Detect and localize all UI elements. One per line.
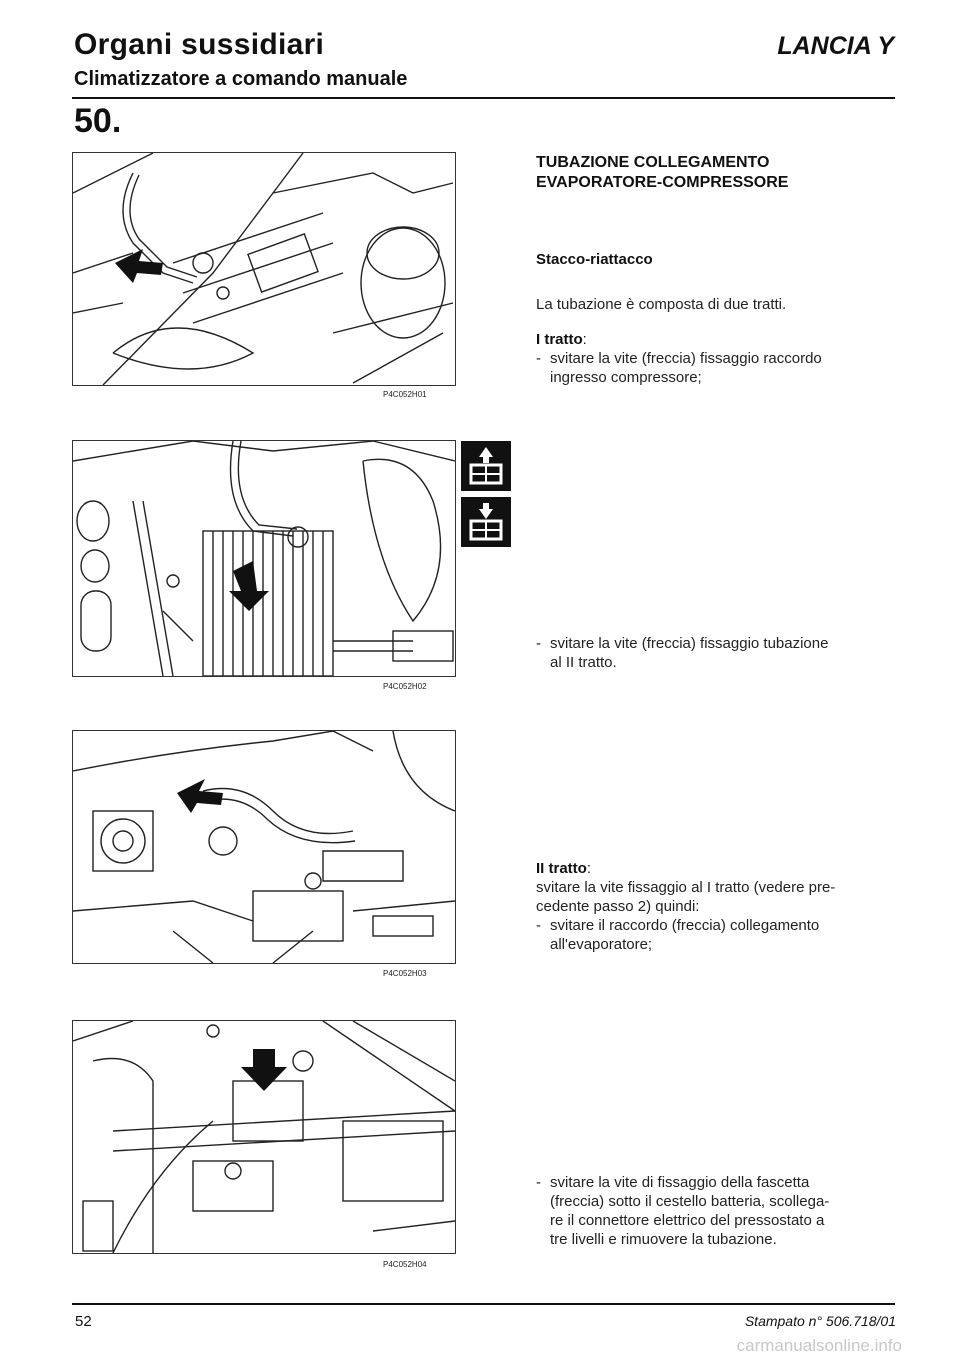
step-line: svitare il raccordo (freccia) collegamen… xyxy=(550,917,820,934)
part1-step1: - svitare la vite (freccia) fissaggio ra… xyxy=(536,349,896,387)
figure-3-code: P4C052H03 xyxy=(383,969,427,978)
figure-2 xyxy=(72,440,456,677)
bullet-dash: - xyxy=(536,350,541,367)
figure-3 xyxy=(72,730,456,964)
footer-rule xyxy=(72,1303,895,1305)
print-reference: Stampato n° 506.718/01 xyxy=(744,1313,896,1329)
figure-2-drawing xyxy=(73,441,455,676)
part2-label: II tratto xyxy=(536,860,587,877)
arrow-icon xyxy=(229,561,269,611)
part2-step2: - svitare la vite di fissaggio della fas… xyxy=(536,1173,896,1249)
step-line: svitare la vite di fissaggio della fasce… xyxy=(550,1174,810,1191)
intro-text: La tubazione è composta di due tratti. xyxy=(536,296,787,313)
part2-intro-line: cedente passo 2) quindi: xyxy=(536,898,700,915)
step-line: ingresso compressore; xyxy=(550,369,702,386)
bullet-dash: - xyxy=(536,917,541,934)
step-line: re il connettore elettrico del pressosta… xyxy=(550,1212,825,1229)
section-title: TUBAZIONE COLLEGAMENTO EVAPORATORE-COMPR… xyxy=(536,153,866,193)
chapter-title: Organi sussidiari xyxy=(74,28,325,61)
figure-1-code: P4C052H01 xyxy=(383,390,427,399)
step-line: tre livelli e rimuovere la tubazione. xyxy=(550,1231,777,1248)
figure-3-drawing xyxy=(73,731,455,963)
step-line: al II tratto. xyxy=(550,654,617,671)
figure-2-code: P4C052H02 xyxy=(383,682,427,691)
figure-1-drawing xyxy=(73,153,454,385)
part2-block: II tratto: svitare la vite fissaggio al … xyxy=(536,859,896,954)
section-title-line: EVAPORATORE-COMPRESSORE xyxy=(536,174,789,191)
part2-colon: : xyxy=(586,860,592,877)
part1-heading: I tratto: xyxy=(536,330,896,349)
part1-label: I tratto xyxy=(536,331,583,348)
bullet-dash: - xyxy=(536,635,541,652)
header-rule xyxy=(72,97,895,99)
figure-4 xyxy=(72,1020,456,1254)
bullet-dash: - xyxy=(536,1174,541,1191)
section-title-line: TUBAZIONE COLLEGAMENTO xyxy=(536,154,770,171)
page-number: 52 xyxy=(75,1313,92,1330)
arrow-icon xyxy=(241,1049,287,1091)
figure-1 xyxy=(72,152,456,386)
arrow-icon xyxy=(177,779,223,813)
step-line: (freccia) sotto il cestello batteria, sc… xyxy=(550,1193,830,1210)
part2-heading: II tratto: xyxy=(536,859,896,878)
arrow-icon xyxy=(115,249,163,283)
watermark: carmanualsonline.info xyxy=(736,1336,902,1355)
step-line: svitare la vite (freccia) fissaggio tuba… xyxy=(550,635,829,652)
part2-intro-line: svitare la vite fissaggio al I tratto (v… xyxy=(536,879,836,896)
procedure-subheading: Stacco-riattacco xyxy=(536,251,653,268)
brand-label: LANCIA Y xyxy=(777,32,894,60)
part1-step2: - svitare la vite (freccia) fissaggio tu… xyxy=(536,634,896,672)
chapter-subtitle: Climatizzatore a comando manuale xyxy=(74,68,408,90)
step-line: svitare la vite (freccia) fissaggio racc… xyxy=(550,350,822,367)
step-line: all'evaporatore; xyxy=(550,936,653,953)
part1-colon: : xyxy=(582,331,587,348)
remove-icon xyxy=(461,441,511,491)
refit-icon xyxy=(461,497,511,547)
part1-block: I tratto: - svitare la vite (freccia) fi… xyxy=(536,330,896,387)
figure-4-code: P4C052H04 xyxy=(383,1260,427,1269)
step-number: 50. xyxy=(74,102,122,140)
part2-step1: - svitare il raccordo (freccia) collegam… xyxy=(536,916,896,954)
figure-4-drawing xyxy=(73,1021,455,1253)
